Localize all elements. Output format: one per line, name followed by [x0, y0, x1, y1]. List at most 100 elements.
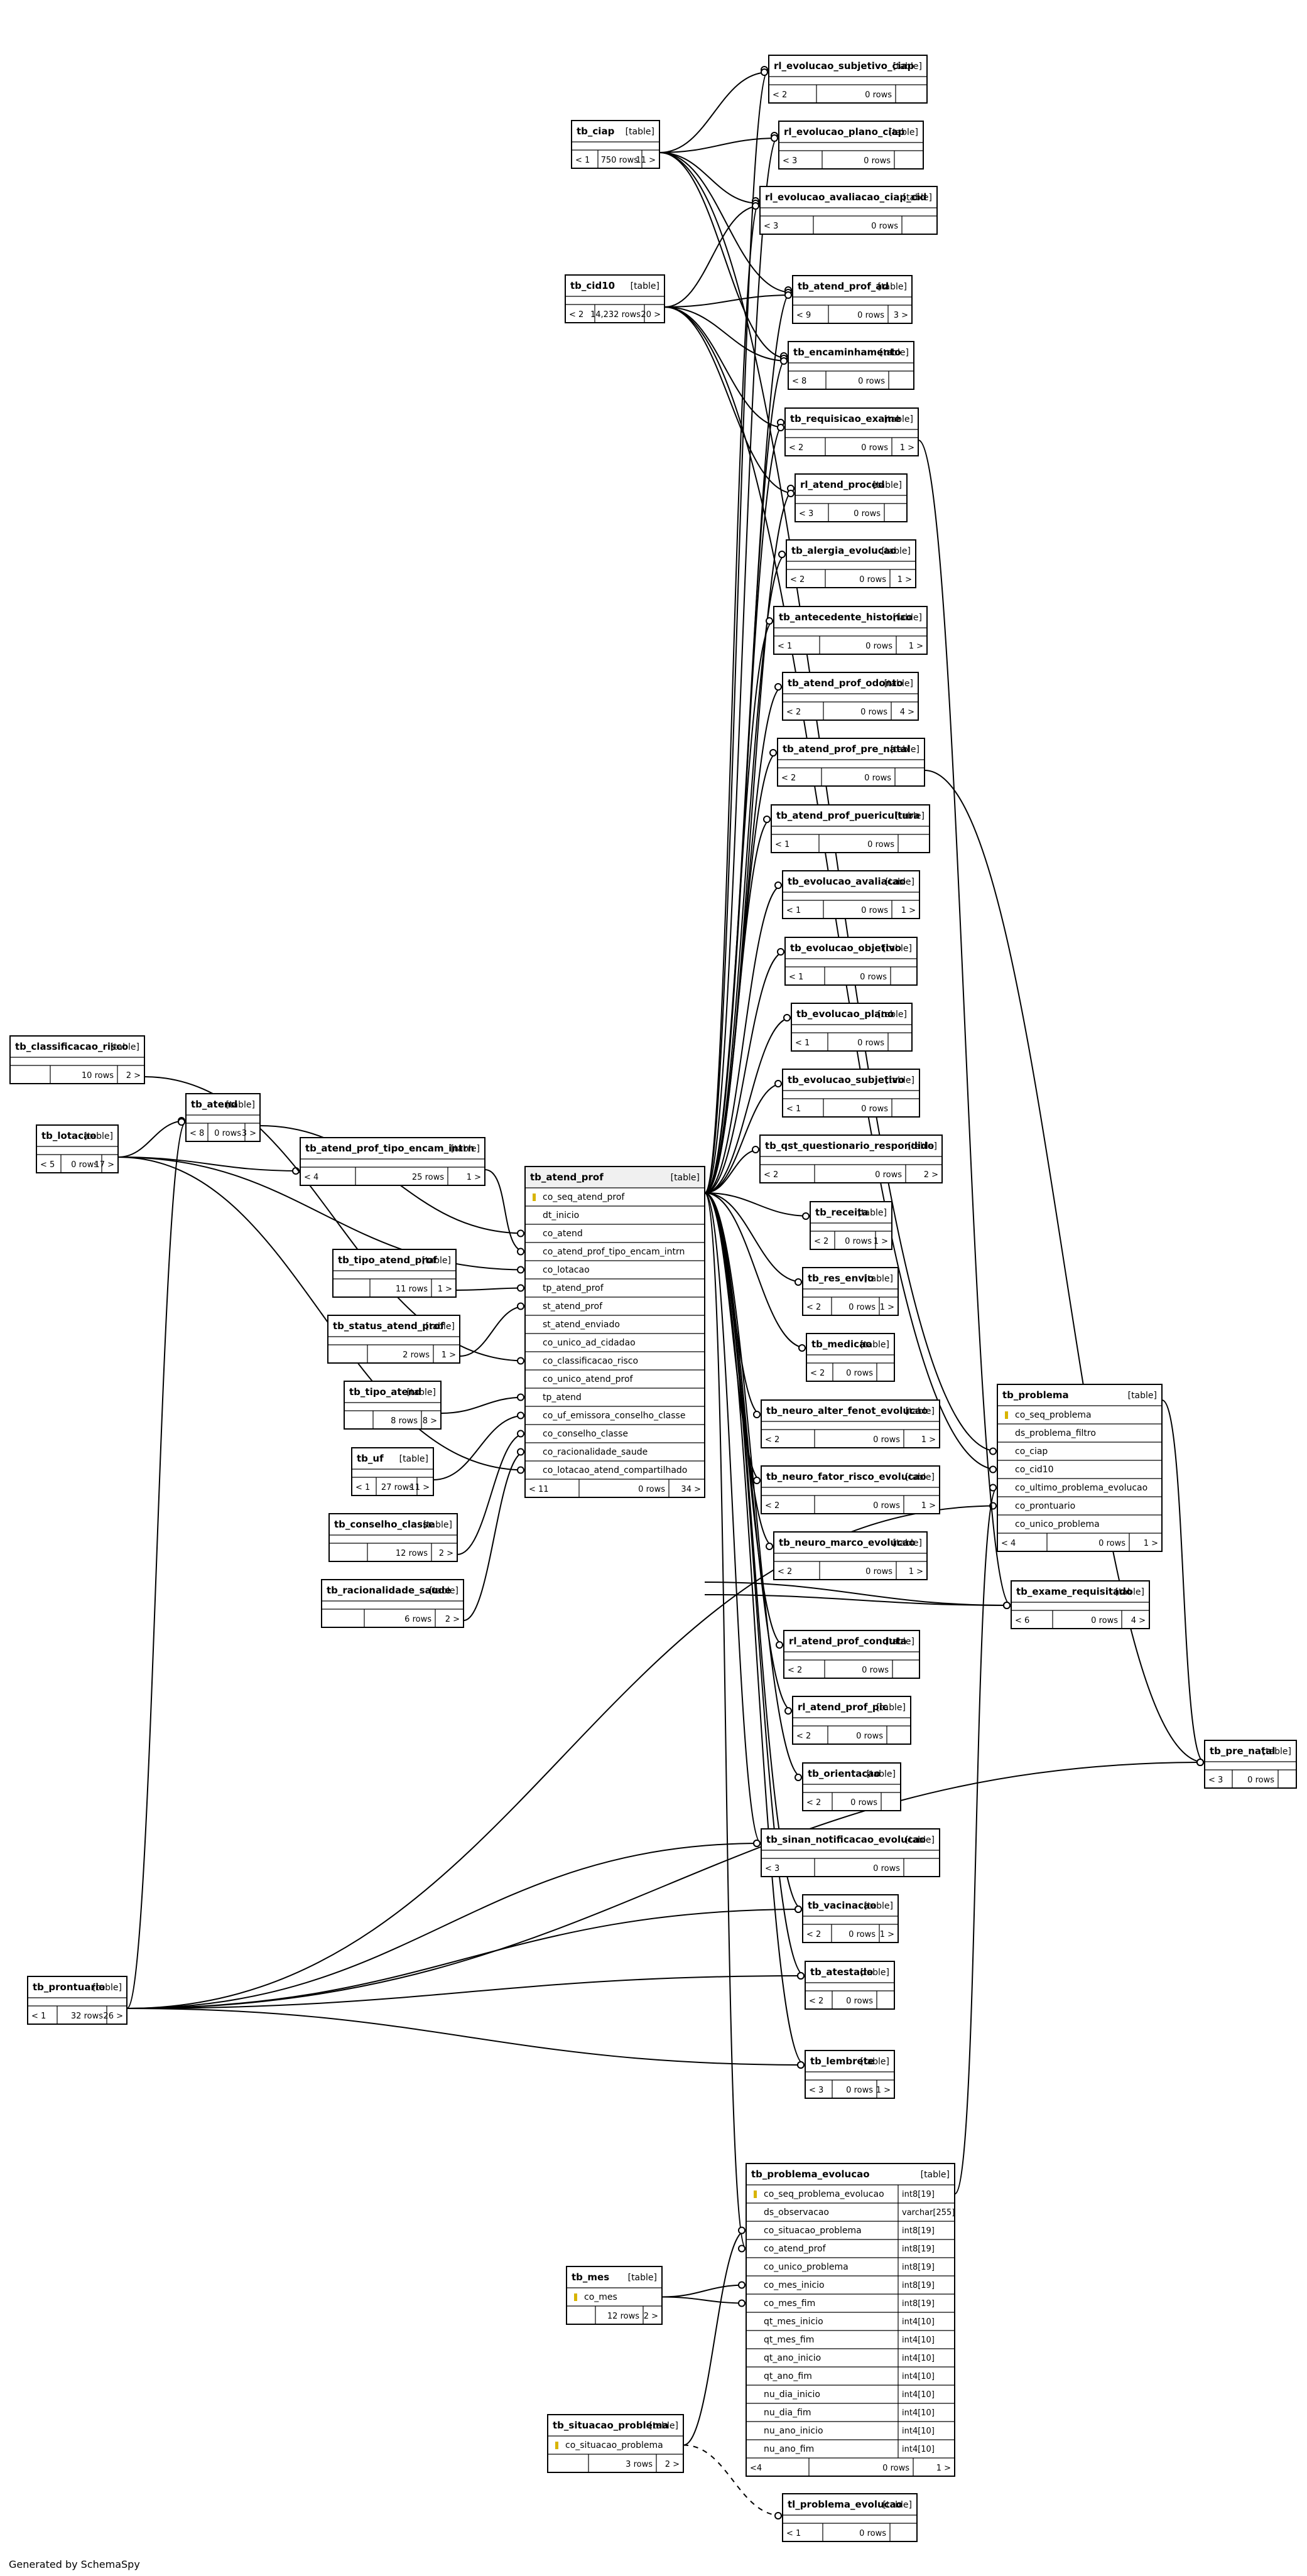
table-name[interactable]: tb_problema — [1002, 1389, 1069, 1401]
table-name[interactable]: tb_evolucao_avaliacao — [788, 876, 906, 887]
children-count[interactable]: 1 > — [921, 1435, 936, 1445]
table-name[interactable]: tb_alergia_evolucao — [791, 545, 896, 556]
table-name[interactable]: tb_tipo_atend_prof — [338, 1254, 437, 1266]
column-name[interactable]: st_atend_enviado — [543, 1320, 620, 1330]
table-name[interactable]: tb_encaminhamento — [793, 347, 901, 358]
children-count[interactable]: 4 > — [900, 708, 914, 717]
column-name[interactable]: co_cid10 — [1015, 1465, 1054, 1475]
table-name[interactable]: tb_sinan_notificacao_evolucao — [766, 1834, 926, 1845]
table-name[interactable]: tb_atend_prof_puericultura — [776, 810, 919, 821]
parents-count[interactable]: < 1 — [778, 642, 792, 651]
children-count[interactable]: 1 > — [876, 2086, 891, 2095]
parents-count[interactable]: < 5 — [40, 1160, 55, 1170]
column-name[interactable]: co_mes_fim — [764, 2298, 815, 2309]
column-name[interactable]: co_ciap — [1015, 1447, 1048, 1457]
children-count[interactable]: 1 > — [442, 1350, 456, 1360]
column-name[interactable]: nu_dia_fim — [764, 2408, 811, 2418]
parents-count[interactable]: < 2 — [789, 443, 803, 453]
parents-count[interactable]: < 2 — [765, 1501, 779, 1511]
parents-count[interactable]: < 2 — [773, 90, 787, 100]
parents-count[interactable]: < 2 — [806, 1798, 821, 1808]
table-name[interactable]: tb_neuro_fator_risco_evolucao — [766, 1471, 926, 1482]
table-name[interactable]: rl_evolucao_plano_ciap — [784, 126, 905, 137]
children-count[interactable]: 1 > — [909, 642, 923, 651]
parents-count[interactable]: < 2 — [786, 708, 801, 717]
column-name[interactable]: co_lotacao — [543, 1265, 590, 1275]
children-count[interactable]: 4 > — [1131, 1616, 1146, 1625]
column-name[interactable]: co_situacao_problema — [565, 2440, 663, 2450]
column-name[interactable]: co_atend — [543, 1229, 583, 1239]
table-name[interactable]: tb_qst_questionario_respondido — [765, 1140, 934, 1151]
table-name[interactable]: tb_conselho_classe — [334, 1519, 435, 1530]
table-name[interactable]: tb_pre_natal — [1210, 1745, 1275, 1757]
table-name[interactable]: tb_evolucao_objetivo — [790, 942, 901, 954]
column-name[interactable]: co_unico_problema — [764, 2262, 849, 2272]
column-name[interactable]: qt_mes_inicio — [764, 2317, 823, 2327]
parents-count[interactable]: < 1 — [795, 1038, 810, 1048]
table-name[interactable]: tb_evolucao_subjetivo — [788, 1074, 904, 1086]
column-name[interactable]: co_seq_problema_evolucao — [764, 2189, 884, 2199]
children-count[interactable]: 1 > — [438, 1285, 452, 1294]
table-tb-situacao-problema[interactable]: tb_situacao_problema[table]co_situacao_p… — [547, 2414, 684, 2473]
children-count[interactable]: 1 > — [874, 1237, 888, 1246]
column-name[interactable]: co_seq_atend_prof — [543, 1192, 625, 1202]
parents-count[interactable]: < 2 — [569, 310, 583, 320]
children-count[interactable]: 2 > — [439, 1549, 453, 1558]
column-name[interactable]: co_mes — [584, 2292, 617, 2302]
children-count[interactable]: 17 > — [94, 1160, 114, 1170]
column-name[interactable]: qt_ano_fim — [764, 2371, 812, 2381]
column-name[interactable]: nu_ano_fim — [764, 2444, 814, 2454]
children-count[interactable]: 20 > — [641, 310, 661, 320]
table-rl-evolucao-avaliacao-ciap-cid[interactable]: rl_evolucao_avaliacao_ciap_cid[table]< 3… — [759, 186, 938, 235]
children-count[interactable]: 1 > — [909, 1567, 923, 1576]
children-count[interactable]: 1 > — [921, 1501, 936, 1511]
column-name[interactable]: co_atend_prof_tipo_encam_intrn — [543, 1247, 685, 1257]
column-name[interactable]: tp_atend_prof — [543, 1283, 604, 1293]
table-name[interactable]: tb_lotacao — [41, 1130, 96, 1141]
column-name[interactable]: st_atend_prof — [543, 1301, 603, 1312]
table-name[interactable]: tb_racionalidade_saude — [327, 1585, 451, 1596]
table-name[interactable]: tb_atend_prof_ad — [798, 281, 889, 292]
column-name[interactable]: co_atend_prof — [764, 2244, 827, 2254]
parents-count[interactable]: < 1 — [789, 973, 803, 982]
children-count[interactable]: 1 > — [467, 1173, 481, 1182]
table-tb-problema-evolucao[interactable]: tb_problema_evolucao[table]co_seq_proble… — [746, 2163, 955, 2477]
table-name[interactable]: rl_atend_prof_pic — [798, 1701, 888, 1713]
parents-count[interactable]: < 2 — [806, 1303, 821, 1312]
parents-count[interactable]: < 1 — [786, 906, 801, 915]
parents-count[interactable]: < 3 — [799, 509, 813, 519]
parents-count[interactable]: < 2 — [788, 1666, 802, 1675]
parents-count[interactable]: < 2 — [809, 1997, 823, 2006]
column-name[interactable]: co_lotacao_atend_compartilhado — [543, 1465, 687, 1475]
table-name[interactable]: rl_evolucao_subjetivo_ciap — [774, 60, 914, 72]
children-count[interactable]: 1 > — [898, 575, 912, 585]
children-count[interactable]: 11 > — [636, 156, 656, 165]
column-name[interactable]: co_seq_problema — [1015, 1410, 1092, 1420]
parents-count[interactable]: < 1 — [31, 2012, 46, 2021]
parents-count[interactable]: < 3 — [765, 1864, 779, 1873]
table-name[interactable]: tb_atend_prof_odonto — [788, 677, 903, 689]
table-name[interactable]: rl_evolucao_avaliacao_ciap_cid — [765, 191, 926, 203]
children-count[interactable]: 2 > — [126, 1071, 141, 1081]
children-count[interactable]: 1 > — [880, 1930, 894, 1939]
table-name[interactable]: rl_atend_proced — [800, 479, 885, 490]
